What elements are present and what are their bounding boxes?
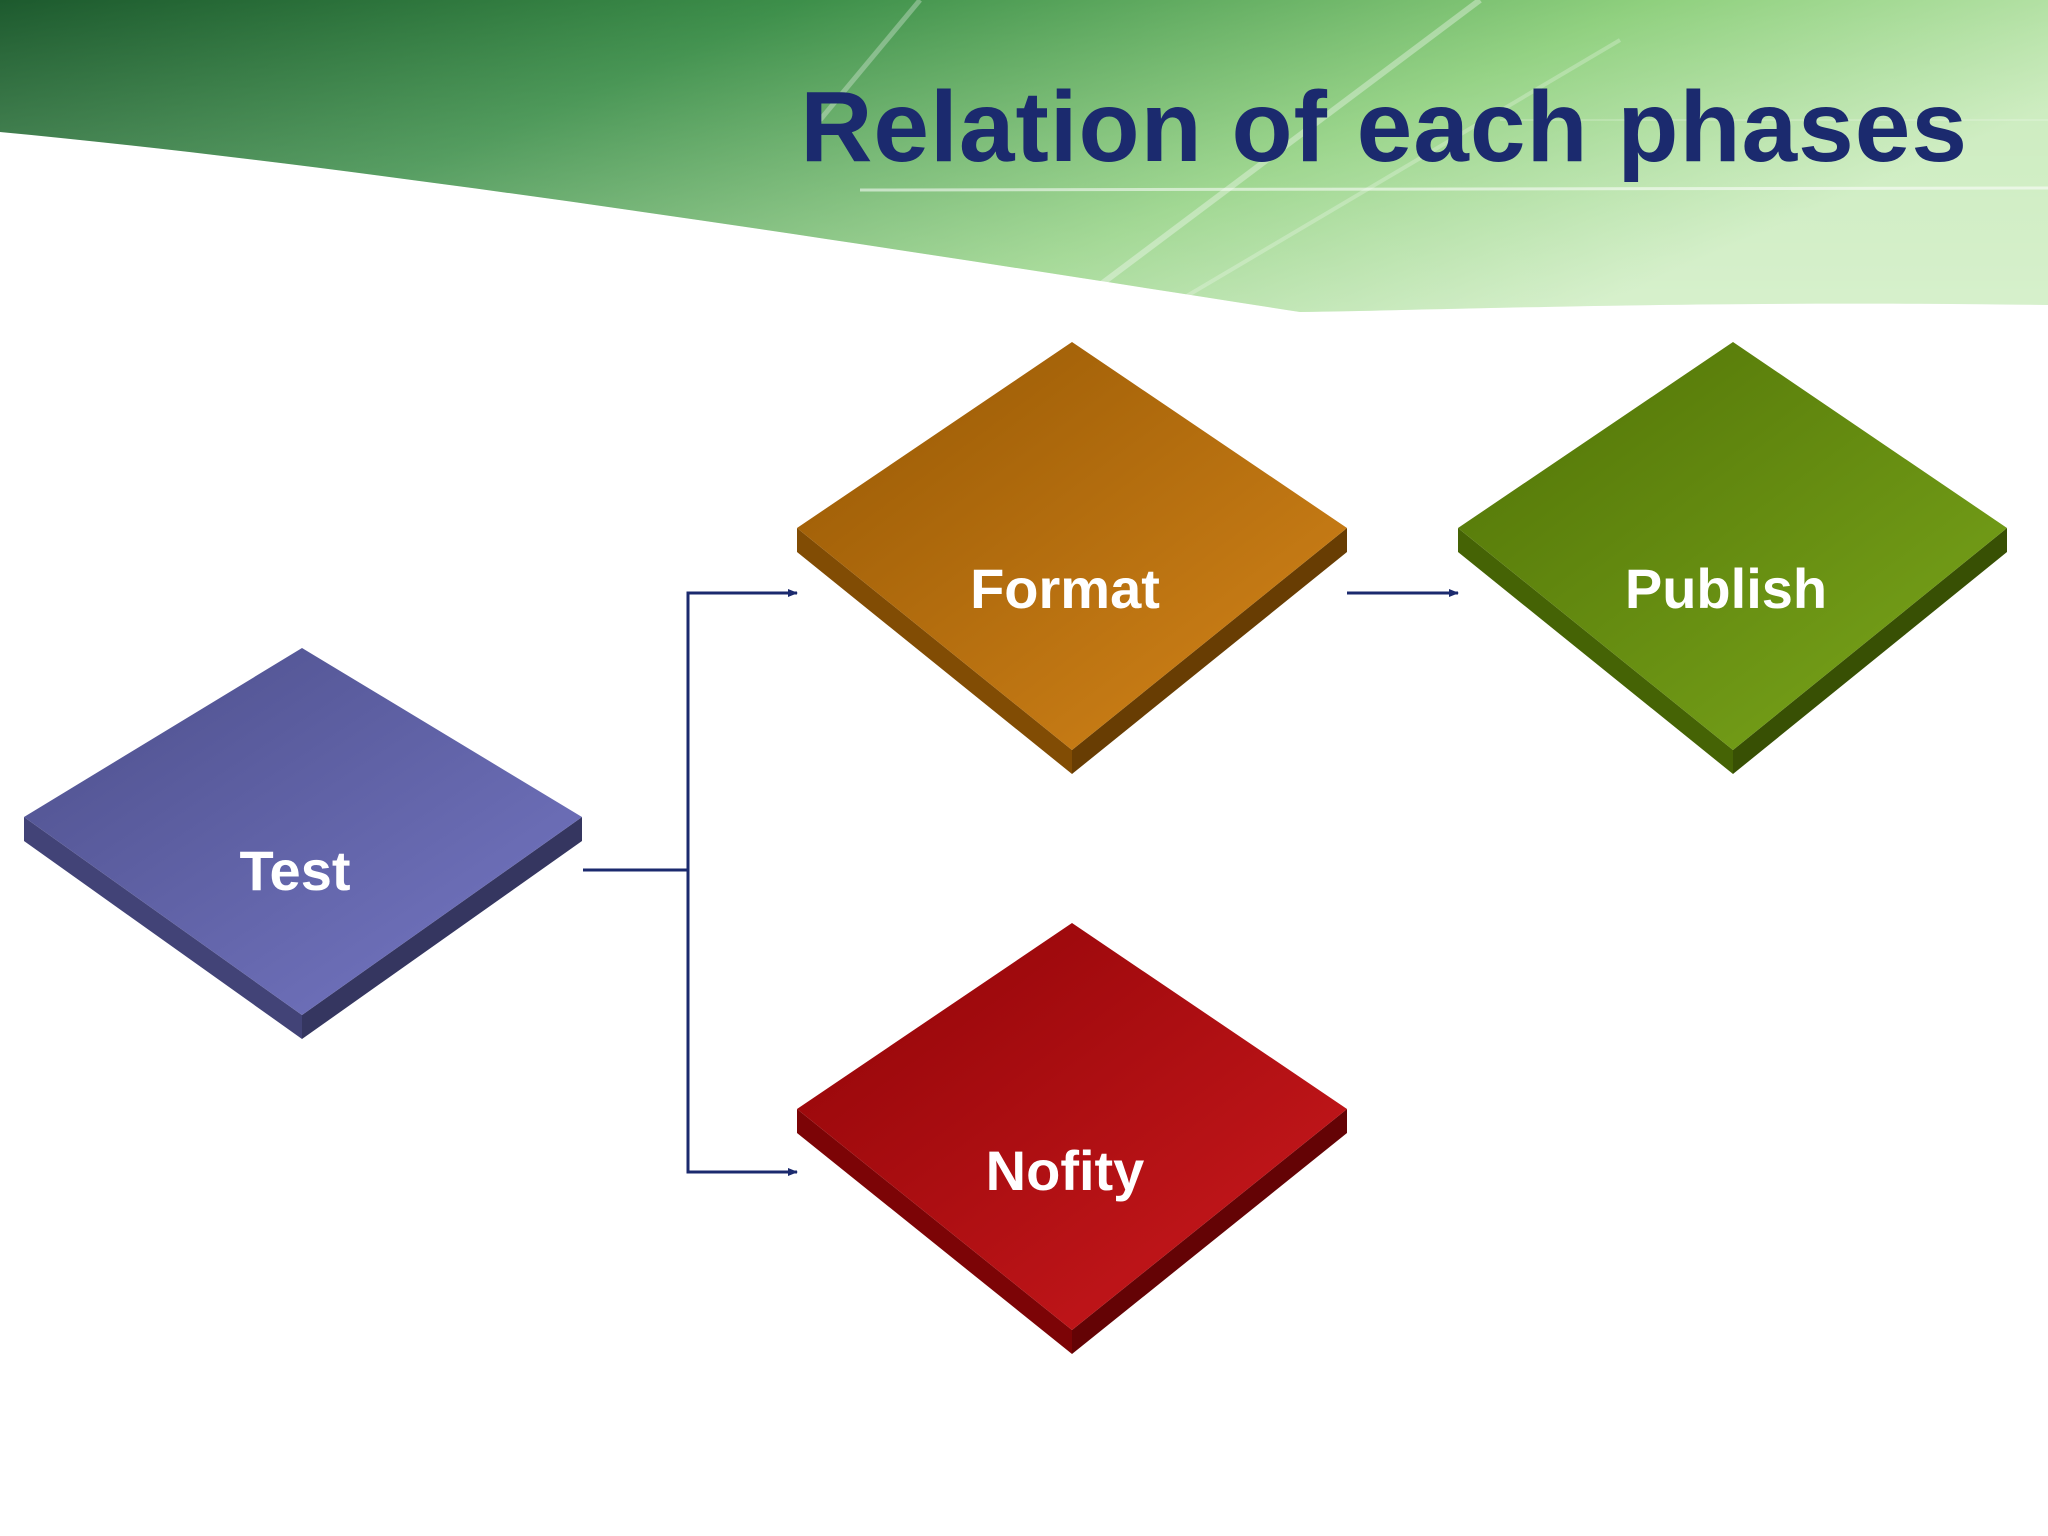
phase-node-test-right-face bbox=[302, 817, 582, 1039]
phase-node-test-top-face bbox=[24, 648, 582, 1015]
phase-node-format-left-face bbox=[797, 528, 1072, 774]
phase-node-format-label: Format bbox=[970, 557, 1160, 620]
phase-node-publish-top-face bbox=[1458, 342, 2007, 750]
phase-node-notify-left-face bbox=[797, 1109, 1072, 1354]
banner-light-streaks bbox=[818, 0, 2048, 303]
phase-node-publish-right-face bbox=[1733, 528, 2007, 774]
connector-test-to-format bbox=[583, 589, 798, 872]
phase-node-test-left-face bbox=[24, 817, 302, 1039]
phase-node-publish: Publish bbox=[1458, 342, 2007, 774]
phase-node-format-top-face bbox=[797, 342, 1347, 750]
phase-node-format-right-face bbox=[1072, 528, 1347, 774]
phase-node-notify-top-face bbox=[797, 923, 1347, 1330]
phase-node-publish-label: Publish bbox=[1625, 557, 1827, 620]
slide-title: Relation of each phases bbox=[800, 71, 1968, 183]
phase-node-test: Test bbox=[24, 648, 582, 1039]
phase-node-test-label: Test bbox=[240, 839, 351, 902]
connector-test-to-notify bbox=[686, 870, 798, 1176]
phase-node-notify-label: Nofity bbox=[986, 1139, 1145, 1202]
banner-highlight bbox=[0, 0, 2048, 312]
connectors bbox=[583, 589, 1459, 1176]
phase-node-publish-left-face bbox=[1458, 528, 1733, 774]
phase-node-format: Format bbox=[797, 342, 1347, 774]
phase-node-notify-right-face bbox=[1072, 1109, 1347, 1354]
phase-node-notify: Nofity bbox=[797, 923, 1347, 1354]
